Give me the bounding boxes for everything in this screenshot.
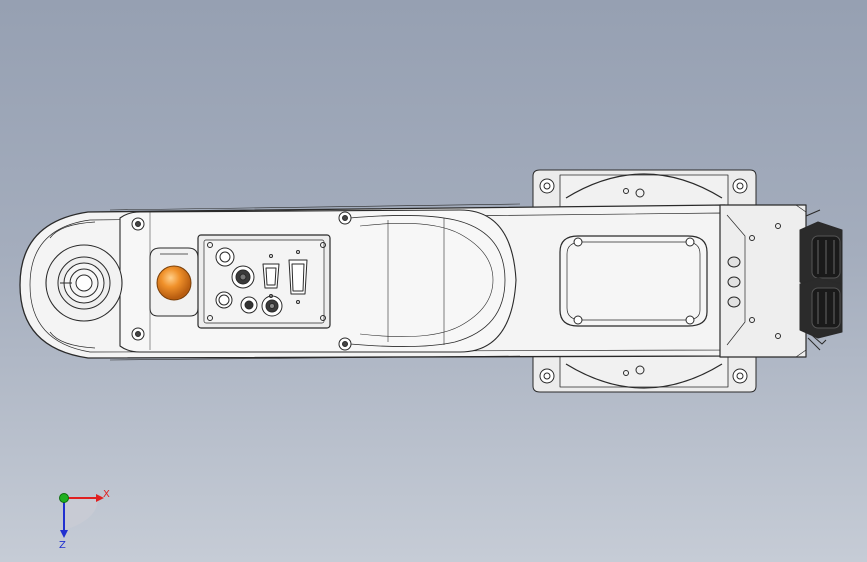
d-sub-connector-large[interactable] bbox=[288, 250, 308, 304]
dark-connector[interactable] bbox=[231, 265, 255, 289]
access-hatch[interactable] bbox=[559, 235, 708, 327]
end-effector-hub[interactable] bbox=[45, 244, 123, 322]
round-connector-right[interactable] bbox=[261, 295, 283, 317]
lower-connector[interactable] bbox=[240, 296, 258, 314]
view-orientation-triad[interactable]: X Z bbox=[59, 489, 110, 551]
d-sub-connector-small[interactable] bbox=[262, 254, 280, 298]
base-bolt bbox=[635, 188, 645, 198]
base-bolt bbox=[635, 365, 645, 375]
cable-gland-top[interactable] bbox=[799, 221, 843, 291]
push-button[interactable] bbox=[215, 291, 233, 309]
connector-panel[interactable] bbox=[197, 234, 331, 329]
cover-screws bbox=[131, 211, 352, 351]
round-port[interactable] bbox=[215, 247, 235, 267]
orange-indicator-lamp[interactable] bbox=[156, 265, 192, 301]
cable-gland-bottom[interactable] bbox=[799, 277, 843, 339]
z-axis-label: Z bbox=[59, 540, 66, 551]
triad-plane bbox=[64, 498, 98, 530]
cable-stubs bbox=[805, 209, 827, 351]
x-axis-label: X bbox=[103, 489, 110, 500]
x-axis-arrowhead bbox=[96, 494, 104, 502]
status-indicator[interactable] bbox=[149, 247, 199, 317]
joint-motor-housing[interactable] bbox=[719, 204, 807, 358]
y-axis-dot bbox=[59, 493, 69, 503]
z-axis-arrowhead bbox=[60, 530, 68, 538]
